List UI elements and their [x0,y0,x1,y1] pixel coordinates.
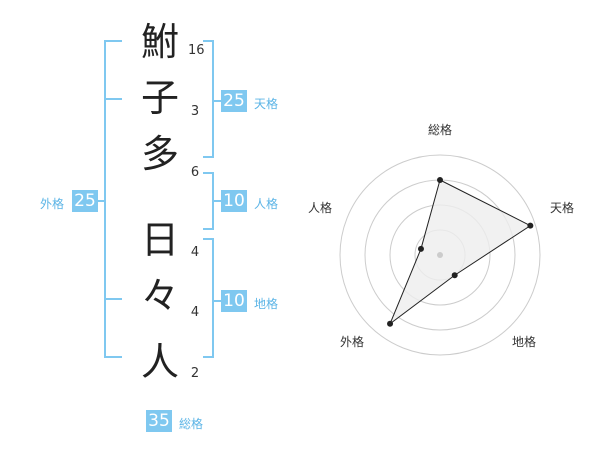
radar-point [387,320,394,327]
chikaku-label: 地格 [254,297,279,311]
tenkaku-label: 天格 [254,97,279,111]
jinkaku-value-badge: 10 [221,190,247,212]
name-char-1: 鮒 [140,20,179,64]
stroke-count-4: 4 [190,245,200,260]
name-char-3: 多 [140,132,179,176]
stroke-count-6: 2 [190,366,200,381]
chikaku-value-badge: 10 [221,290,247,312]
stroke-count-2: 3 [190,104,200,119]
radar-center-dot [437,252,443,258]
name-char-6: 人 [140,340,179,384]
name-char-4: 日 [140,218,179,262]
soukaku-label: 総格 [179,417,204,431]
radar-label-jinkaku: 人格 [308,200,332,215]
stroke-count-1: 16 [188,43,205,58]
tenkaku-value-badge: 25 [221,90,247,112]
gaikaku-value-badge: 25 [72,190,98,212]
radar-grid-ring [339,154,541,356]
stroke-count-5: 4 [190,305,200,320]
radar-label-soukaku: 総格 [428,122,452,137]
radar-label-chikaku: 地格 [512,334,536,349]
name-char-2: 子 [140,76,179,120]
radar-polygon [388,179,532,326]
jinkaku-label: 人格 [254,197,279,211]
gaikaku-label: 外格 [40,197,65,211]
stroke-count-3: 6 [190,165,200,180]
radar-point [437,177,443,183]
radar-label-tenkaku: 天格 [550,200,574,215]
name-char-5: 々 [140,274,179,318]
radar-point [417,245,424,252]
radar-point [451,272,458,279]
soukaku-value-badge: 35 [146,410,172,432]
radar-points [387,177,534,327]
radar-label-gaikaku: 外格 [340,334,364,349]
radar-point [527,222,534,229]
